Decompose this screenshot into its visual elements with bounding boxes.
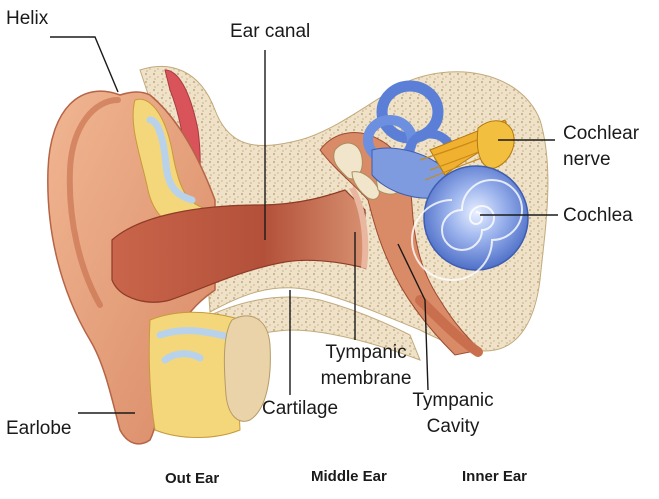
label-tympanic-membrane-line1: Tympanic [325,342,407,363]
leader-lines [50,36,558,414]
label-tympanic-cavity-line1: Tympanic [412,390,494,411]
leader-tympanic-cavity [397,243,429,391]
ear-canal [111,189,366,303]
auricular-cartilage [132,98,241,438]
label-helix: Helix [6,8,49,29]
label-cochlear-nerve-line1: Cochlear [563,123,640,144]
cochlea-shape [411,165,529,281]
label-tympanic-membrane-line2: membrane [320,368,412,389]
cochlear-nerve-shape [419,119,515,181]
label-earlobe: Earlobe [6,418,72,439]
region-middle-ear: Middle Ear [311,468,387,485]
fatty-tissue [223,315,271,422]
tympanic-membrane-shape [349,186,369,269]
label-tympanic-cavity-line2: Cavity [426,416,480,437]
label-cochlear-nerve: Cochlear nerve [563,123,639,171]
label-ear-canal: Ear canal [230,21,311,42]
label-cochlea: Cochlea [563,205,633,226]
label-cartilage: Cartilage [262,398,339,419]
helix-rim [66,97,121,308]
region-inner-ear: Inner Ear [462,468,528,485]
region-outer-ear: Out Ear [165,470,220,487]
label-cochlear-nerve-line2: nerve [563,149,611,170]
label-tympanic-cavity: Tympanic Cavity [410,390,496,438]
label-tympanic-membrane: Tympanic membrane [316,342,416,390]
leader-helix [50,36,119,93]
